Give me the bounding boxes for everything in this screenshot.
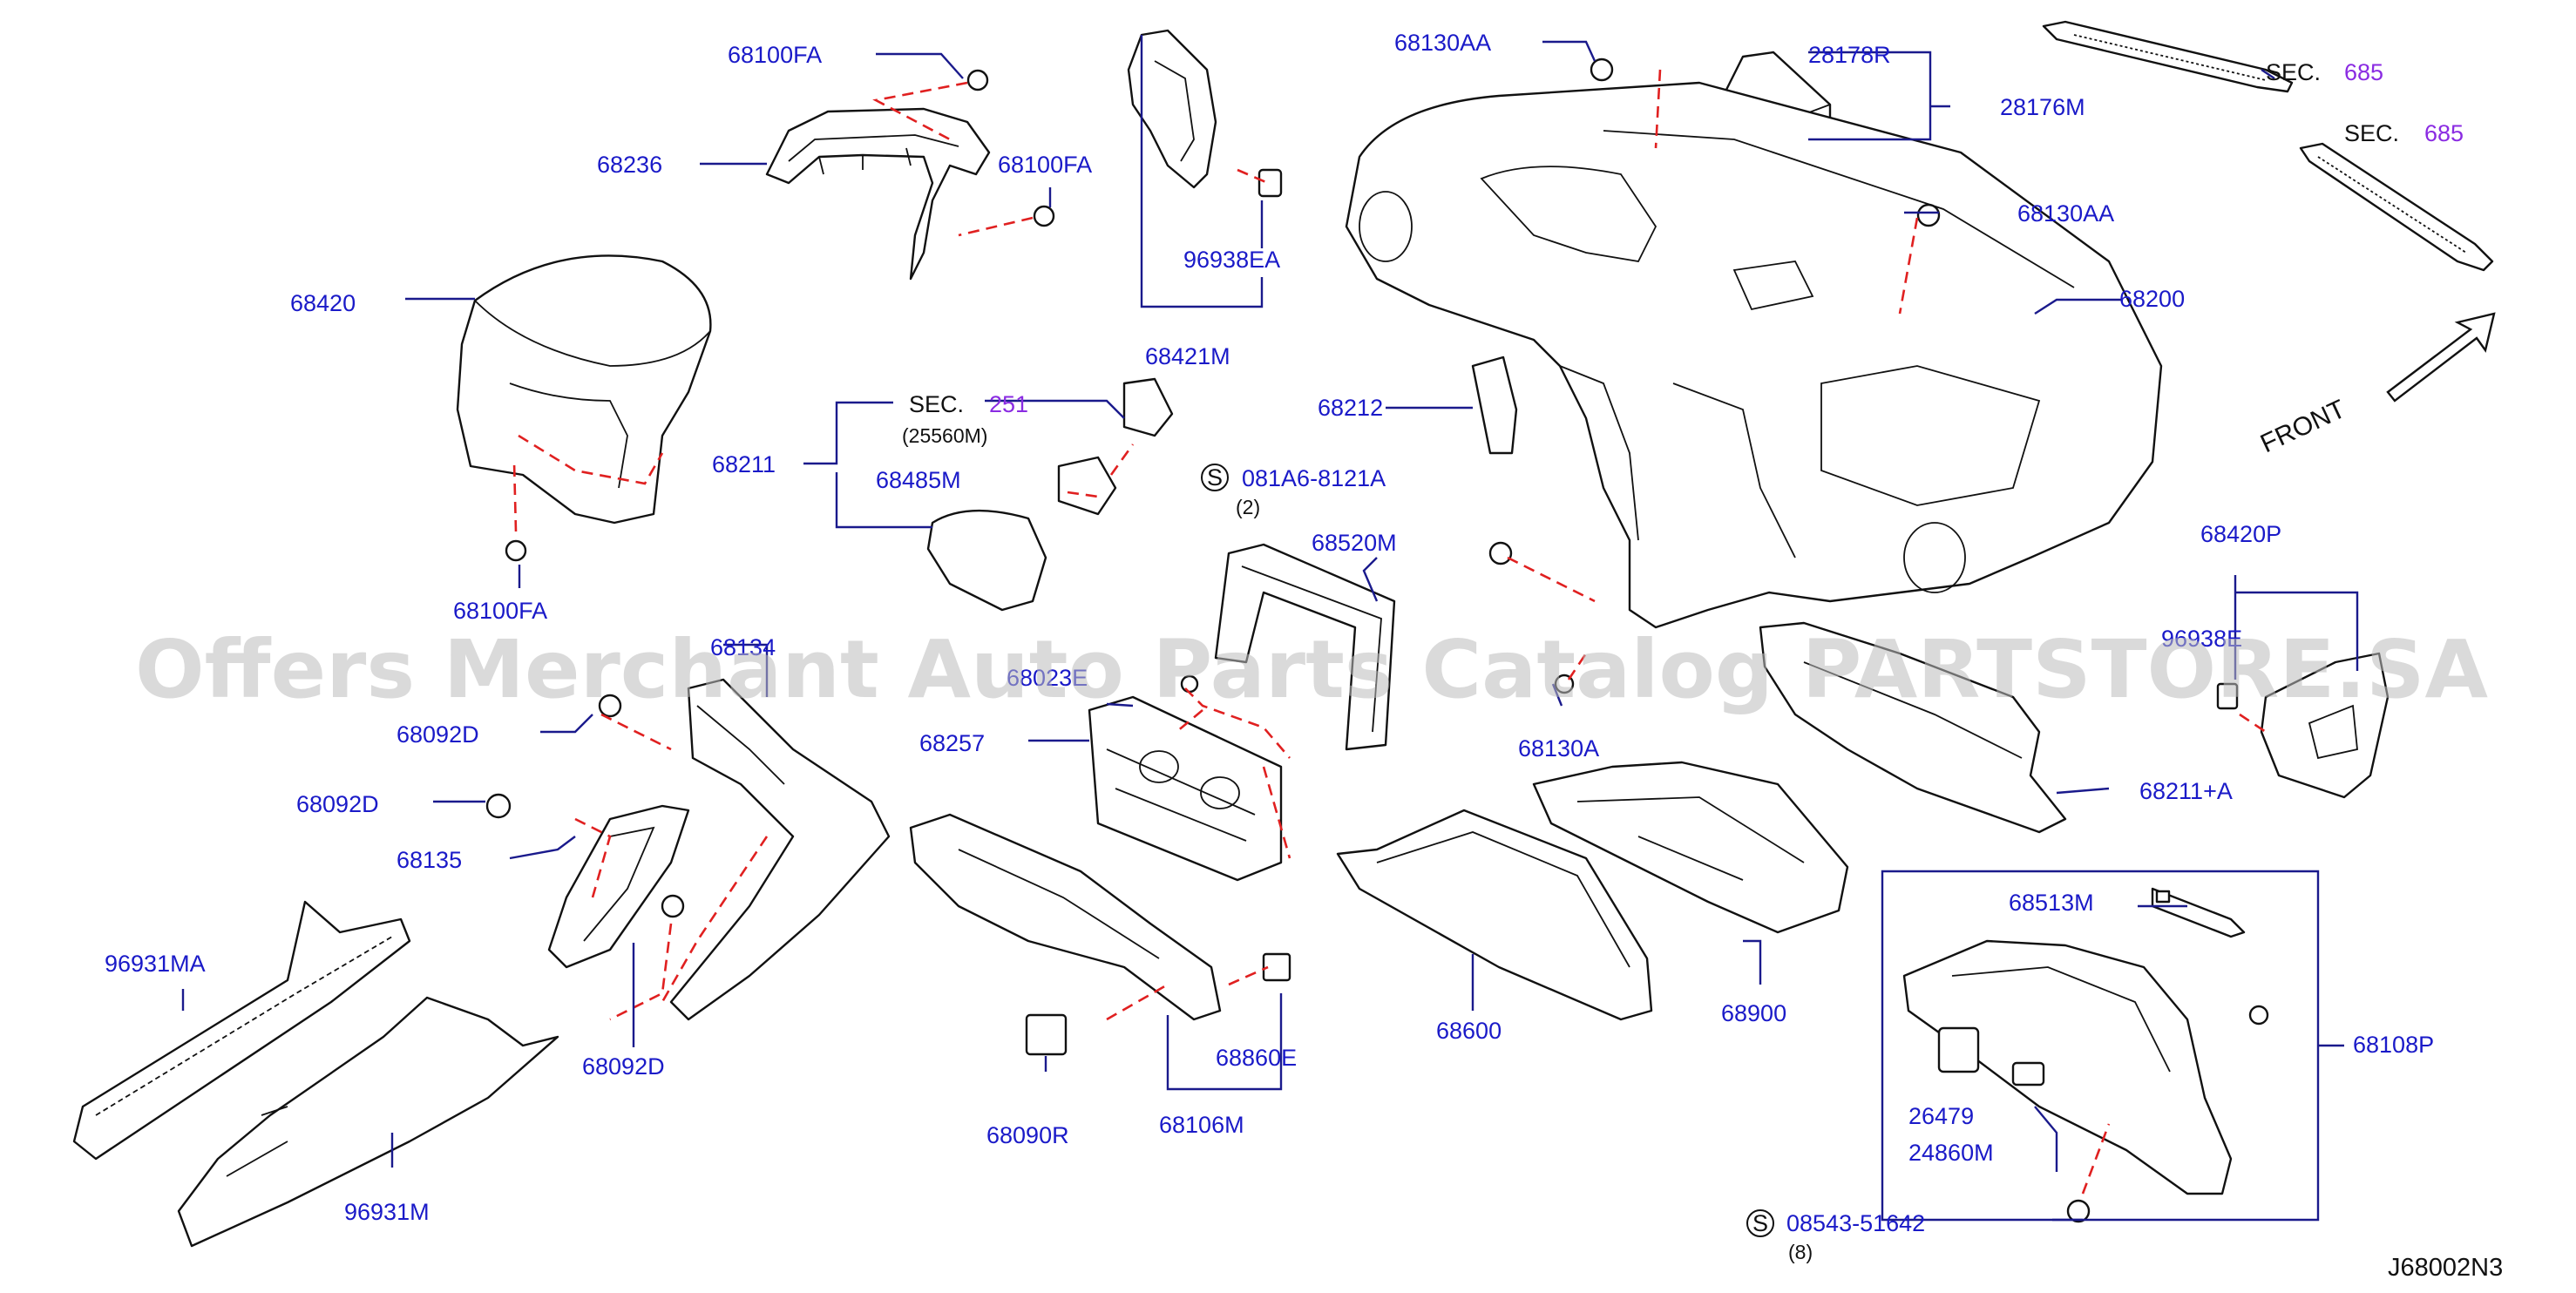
label-68236[interactable]: 68236 (597, 152, 662, 178)
part-68900-drawing (1532, 761, 1849, 934)
label-96931MA[interactable]: 96931MA (105, 951, 206, 977)
part-68106M-drawing (909, 813, 1291, 1021)
label-68421M[interactable]: 68421M (1145, 343, 1230, 369)
label-sec251-num[interactable]: 251 (989, 391, 1028, 417)
part-sec685-strips-drawing (2042, 20, 2494, 272)
part-68600-drawing (1336, 809, 1653, 1021)
label-sec685-a-num[interactable]: 685 (2344, 59, 2383, 85)
part-68211A-drawing (1759, 621, 2067, 834)
label-68108P[interactable]: 68108P (2353, 1032, 2434, 1058)
assembly-dashed-lines (512, 69, 2267, 1195)
front-arrow-icon (2386, 312, 2496, 403)
label-sec251-prefix: SEC. (909, 391, 964, 417)
label-sec251-sub: (25560M) (902, 424, 987, 447)
label-68023E[interactable]: 68023E (1007, 665, 1088, 691)
diagram-code: J68002N3 (2388, 1254, 2503, 1282)
label-26479[interactable]: 26479 (1908, 1103, 1974, 1129)
part-68257-drawing (1088, 695, 1283, 882)
label-68130AA-top[interactable]: 68130AA (1394, 30, 1491, 56)
part-68200-drawing (1345, 81, 2163, 629)
label-68090R[interactable]: 68090R (986, 1122, 1069, 1148)
part-68134-drawing (669, 678, 891, 1021)
label-68134[interactable]: 68134 (710, 634, 776, 660)
label-68420[interactable]: 68420 (290, 290, 356, 316)
label-68420P[interactable]: 68420P (2200, 521, 2281, 547)
label-96938EA[interactable]: 96938EA (1183, 247, 1280, 273)
label-68485M[interactable]: 68485M (876, 467, 961, 493)
front-label: FRONT (2256, 395, 2350, 459)
label-96931M[interactable]: 96931M (344, 1199, 430, 1225)
part-68421M-drawing (1127, 29, 1283, 198)
label-68900[interactable]: 68900 (1721, 1000, 1786, 1026)
label-68100FA-bottom[interactable]: 68100FA (453, 598, 547, 624)
label-68100FA-top[interactable]: 68100FA (728, 42, 822, 68)
label-68211A[interactable]: 68211+A (2139, 778, 2233, 804)
label-s-code-1: S (1207, 464, 1223, 491)
label-sec685-b-num[interactable]: 685 (2424, 120, 2464, 146)
part-68485M-drawing (926, 377, 1174, 612)
label-68211[interactable]: 68211 (712, 451, 776, 477)
label-68130A[interactable]: 68130A (1518, 735, 1599, 762)
label-68860E[interactable]: 68860E (1216, 1045, 1297, 1071)
part-68420-drawing (456, 254, 712, 525)
label-68092D-c[interactable]: 68092D (582, 1053, 665, 1080)
part-68135-drawing (547, 804, 690, 969)
label-68200[interactable]: 68200 (2119, 286, 2185, 312)
part-68108P-drawing (1902, 887, 2246, 1195)
label-68092D-b[interactable]: 68092D (296, 791, 379, 817)
part-labels: 68100FA 68236 68100FA 68420 68100FA 9693… (105, 30, 2503, 1282)
label-68100FA-right[interactable]: 68100FA (998, 152, 1092, 178)
label-08543-qty: (8) (1788, 1241, 1813, 1263)
label-08543-51642[interactable]: 08543-51642 (1786, 1210, 1925, 1236)
part-96931MA-drawing (72, 900, 411, 1161)
label-68106M[interactable]: 68106M (1159, 1112, 1244, 1138)
label-68092D-a[interactable]: 68092D (397, 721, 479, 748)
label-s-code-2: S (1752, 1210, 1768, 1236)
part-68236-drawing (765, 107, 991, 281)
label-sec685-a-prefix: SEC. (2266, 59, 2321, 85)
label-081A6-8121A[interactable]: 081A6-8121A (1242, 465, 1386, 491)
label-68135[interactable]: 68135 (397, 847, 462, 873)
label-68513M[interactable]: 68513M (2009, 890, 2094, 916)
part-68090R-drawing (1025, 1013, 1068, 1056)
part-68212-drawing (1471, 355, 1518, 455)
part-68420P-drawing (2216, 652, 2390, 799)
label-28176M[interactable]: 28176M (2000, 94, 2085, 120)
part-68520M-drawing (1214, 543, 1396, 751)
label-68520M[interactable]: 68520M (1312, 530, 1397, 556)
label-96938E[interactable]: 96938E (2161, 626, 2242, 652)
label-68130AA-right[interactable]: 68130AA (2017, 200, 2114, 227)
label-68212[interactable]: 68212 (1318, 395, 1383, 421)
label-sec685-b-prefix: SEC. (2344, 120, 2399, 146)
label-68600[interactable]: 68600 (1436, 1018, 1502, 1044)
leader-lines (181, 35, 2359, 1222)
label-68257[interactable]: 68257 (919, 730, 985, 756)
label-081A6-qty: (2) (1236, 496, 1260, 518)
label-24860M[interactable]: 24860M (1908, 1140, 1994, 1166)
part-96931M-drawing (177, 996, 559, 1248)
label-28178R[interactable]: 28178R (1808, 42, 1891, 68)
watermark: Offers Merchant Auto Parts Catalog PARTS… (135, 623, 2488, 716)
